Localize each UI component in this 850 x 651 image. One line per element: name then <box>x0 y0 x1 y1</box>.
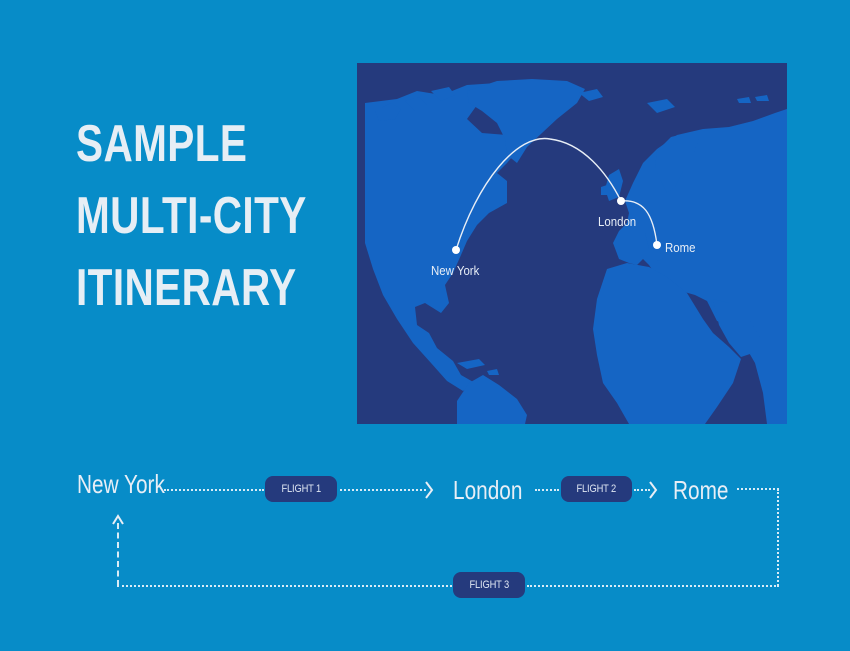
flight-1-label: FLIGHT 1 <box>281 483 321 495</box>
chevron-right-icon <box>425 481 434 499</box>
title-line-3: ITINERARY <box>76 259 297 317</box>
map-label-rome: Rome <box>665 240 696 255</box>
arc-flight-1 <box>455 137 622 251</box>
route-line-1b <box>340 489 426 491</box>
map-label-london: London <box>598 214 637 229</box>
page-title: SAMPLE MULTI-CITY ITINERARY <box>76 108 307 324</box>
map-graphic <box>365 79 787 424</box>
chevron-right-icon <box>649 481 658 499</box>
flight-3-badge: FLIGHT 3 <box>453 572 525 598</box>
world-map: New York London Rome <box>357 63 787 424</box>
route-line-2a <box>535 489 559 491</box>
chevron-up-icon <box>112 514 124 525</box>
route-line-2b <box>634 489 650 491</box>
title-line-1: SAMPLE <box>76 115 248 173</box>
route-line-3d <box>117 585 452 587</box>
continents <box>365 79 787 424</box>
newyork-dot-icon <box>452 246 460 254</box>
title-line-2: MULTI-CITY <box>76 187 307 245</box>
route-stop-newyork: New York <box>77 469 165 499</box>
flight-1-badge: FLIGHT 1 <box>265 476 337 502</box>
rome-dot-icon <box>653 241 661 249</box>
route-line-3e <box>117 523 119 586</box>
route-line-3c <box>527 585 779 587</box>
flight-3-label: FLIGHT 3 <box>469 579 509 591</box>
arc-flight-2 <box>620 200 658 246</box>
london-dot-icon <box>617 197 625 205</box>
flight-2-badge: FLIGHT 2 <box>561 476 632 502</box>
route-line-3a <box>737 488 779 490</box>
route-stop-london: London <box>453 475 523 505</box>
route-line-1a <box>164 489 264 491</box>
flight-2-label: FLIGHT 2 <box>576 483 617 495</box>
route-stop-rome: Rome <box>673 475 729 505</box>
route-line-3b <box>777 489 779 586</box>
map-label-newyork: New York <box>431 263 480 278</box>
